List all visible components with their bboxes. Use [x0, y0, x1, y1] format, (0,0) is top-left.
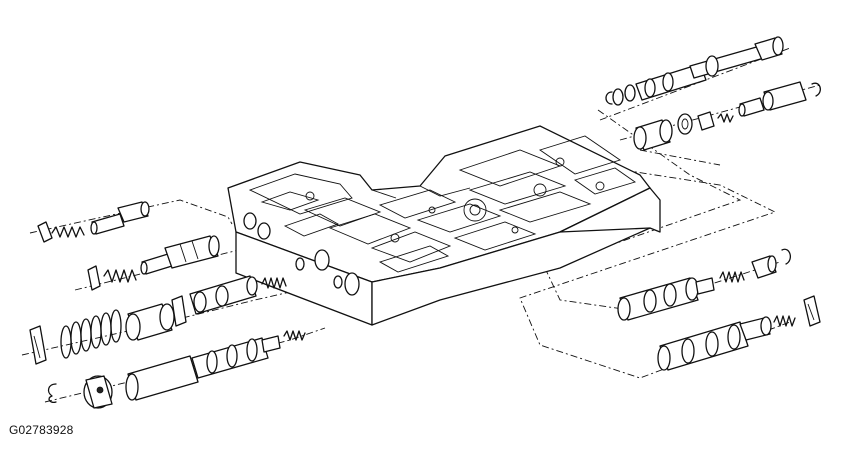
snap-ring-4 [47, 383, 57, 404]
lower-right-row1 [617, 248, 792, 321]
figure-code-label: G02783928 [9, 423, 74, 437]
valve-4 [127, 355, 199, 401]
spring-r3 [719, 271, 745, 283]
spring-2 [103, 269, 137, 283]
bore-5 [295, 257, 305, 271]
spring-3b [261, 277, 287, 289]
bore-1 [243, 212, 257, 230]
retainer-clip-3 [29, 325, 47, 365]
row1-left-parts [37, 201, 150, 243]
upper-right-row2 [633, 81, 822, 151]
spring-4 [283, 330, 306, 341]
spring-r4 [773, 315, 796, 327]
retainer-clip-r4 [803, 295, 821, 327]
upper-right-shaft [605, 36, 784, 106]
spring-3 [60, 309, 122, 359]
retainer-clip-1 [37, 221, 53, 243]
snap-ring-r3 [781, 248, 792, 265]
snap-ring-r2 [811, 82, 822, 97]
row2-left-parts [87, 235, 220, 291]
valve-2 [164, 235, 219, 269]
spring-1 [51, 226, 85, 238]
bore-2 [257, 222, 271, 240]
valve-body-casting [227, 125, 661, 326]
bore-4 [344, 272, 360, 296]
bore-6 [333, 275, 343, 289]
retainer-clip-3b [171, 295, 187, 327]
row4-left-parts [47, 330, 306, 409]
spring-r2 [717, 113, 734, 123]
retainer-clip-2 [87, 265, 101, 291]
row3-left-parts [29, 275, 287, 365]
snap-ring-r1 [605, 91, 613, 105]
lower-right-row2 [657, 295, 821, 371]
bore-3 [314, 249, 330, 271]
